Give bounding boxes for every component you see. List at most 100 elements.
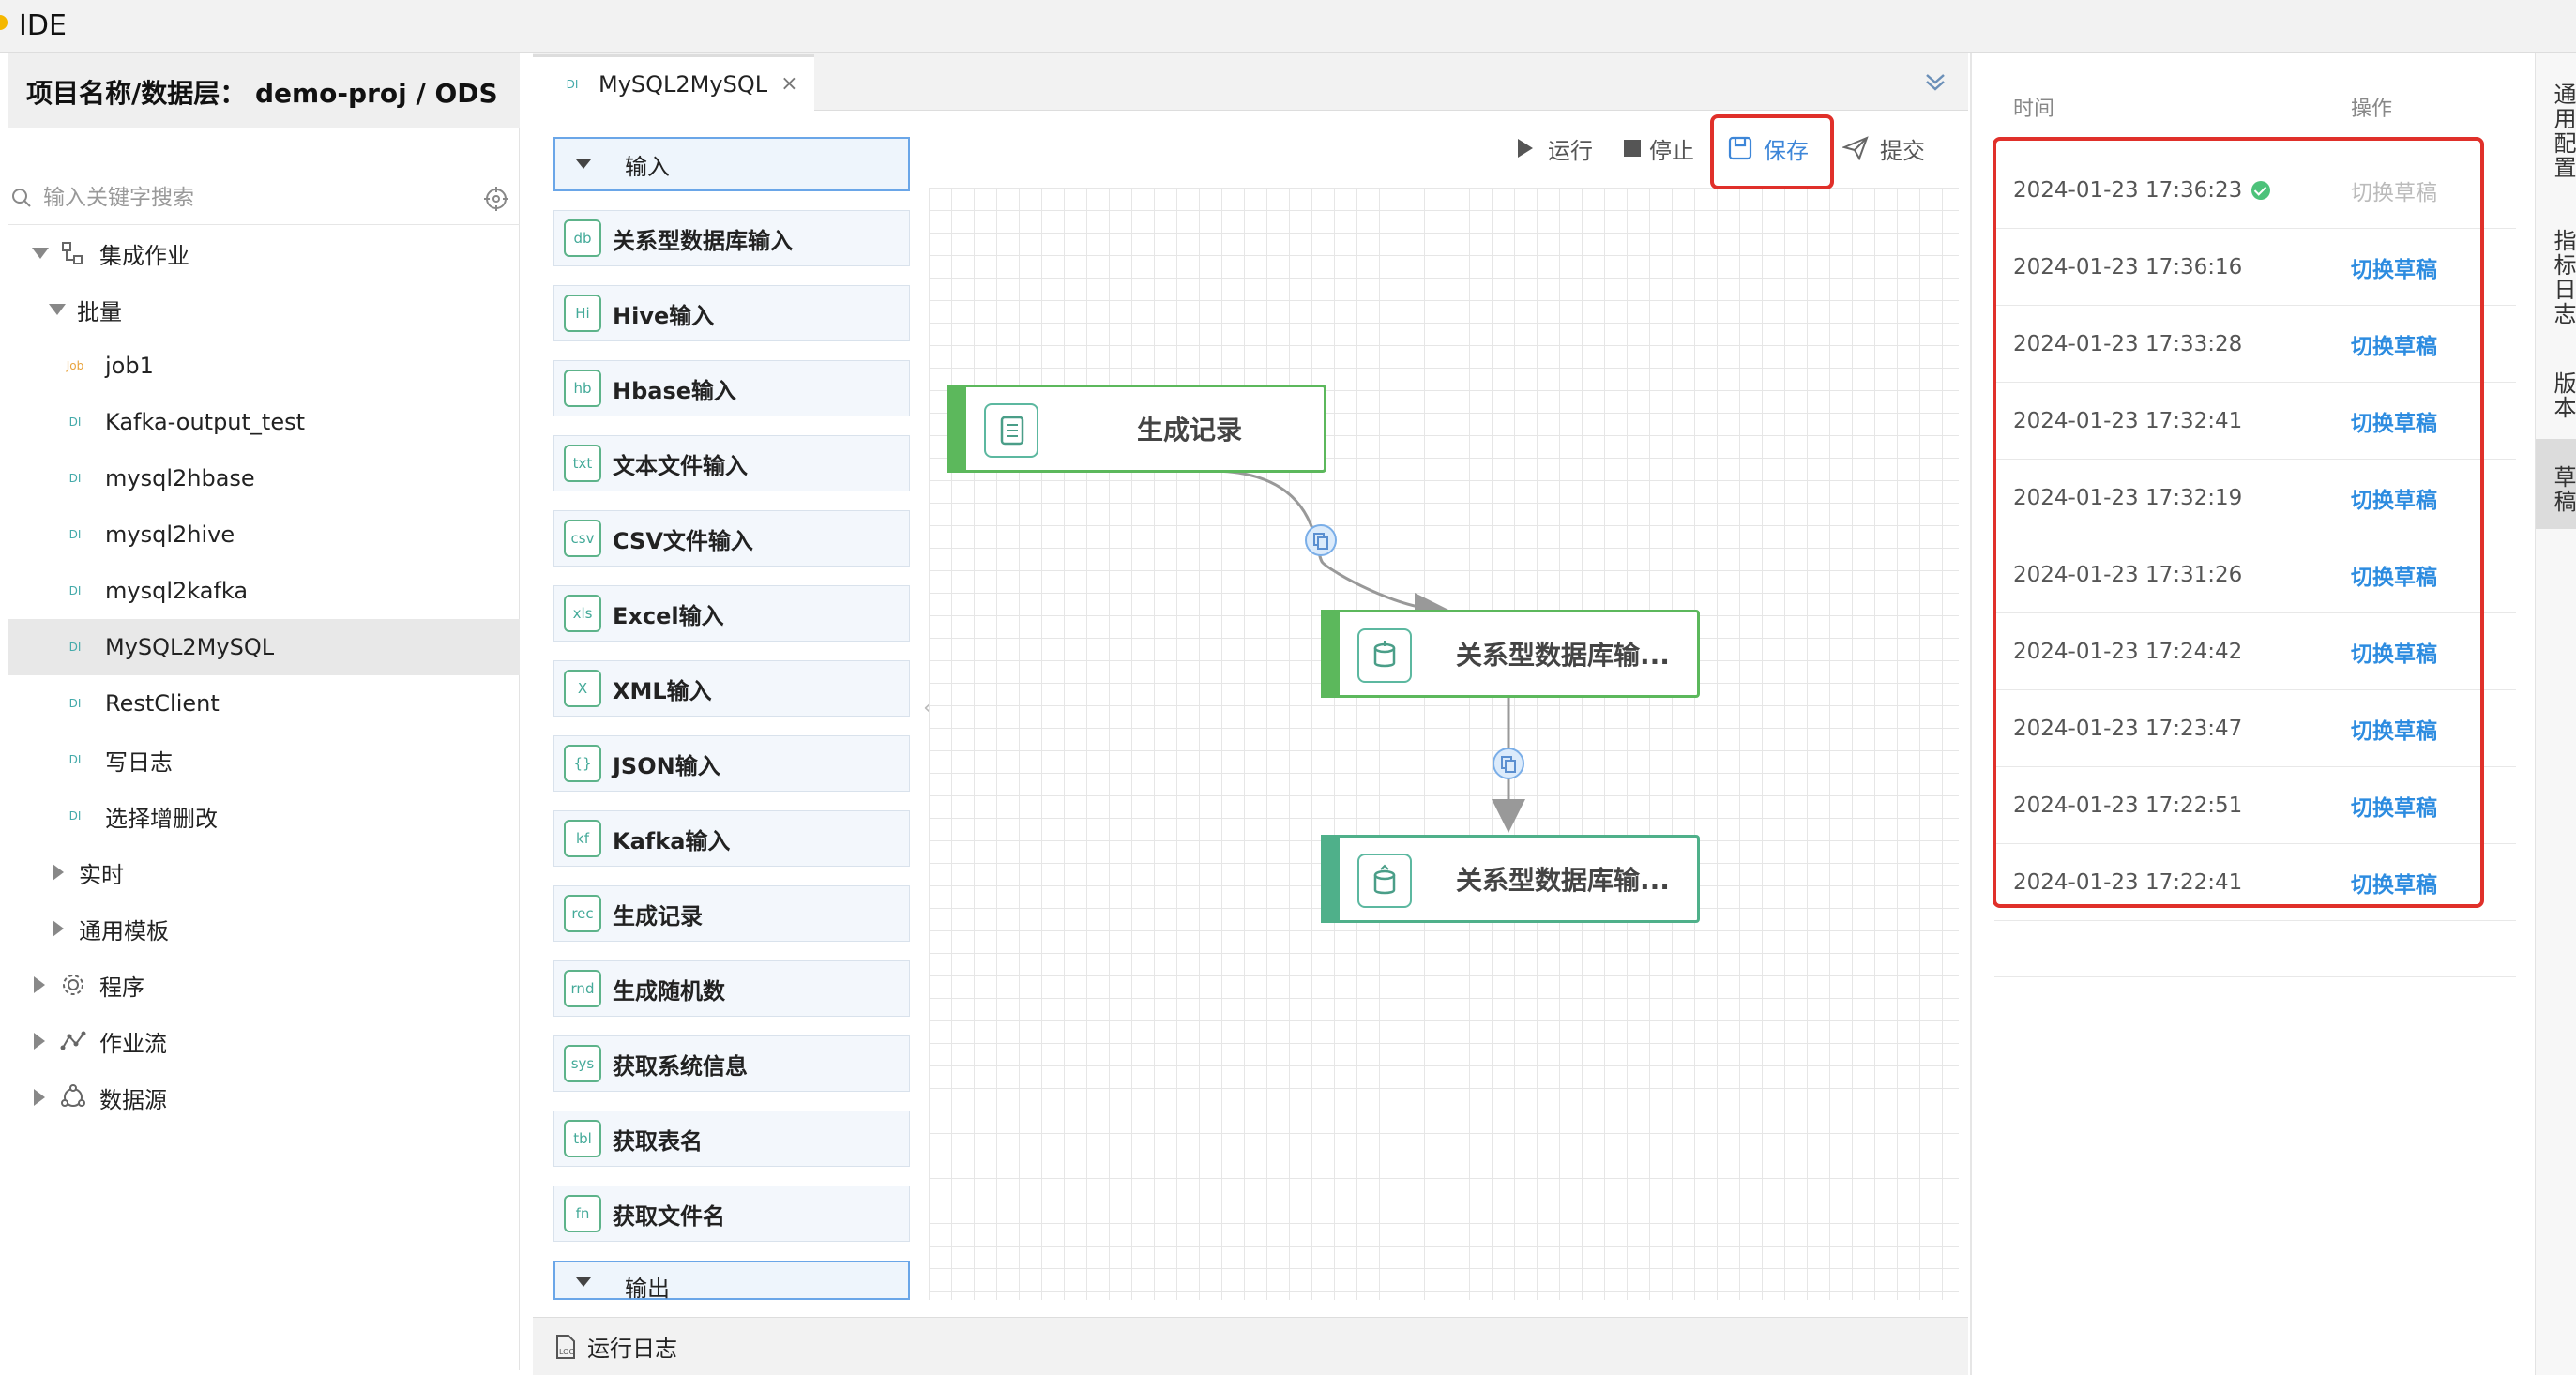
switch-draft-button[interactable]: 切换草稿 xyxy=(2351,718,2437,744)
palette-group-label: 输出 xyxy=(625,1276,670,1302)
tree-item-job[interactable]: DI 写日志 xyxy=(8,732,520,788)
tab-mysql2mysql[interactable]: DI MySQL2MySQL × xyxy=(533,54,814,111)
project-title: 项目名称/数据层： demo-proj / ODS xyxy=(26,78,498,109)
tree-item-label: 通用模板 xyxy=(79,917,169,944)
run-log-bar[interactable]: LOG 运行日志 xyxy=(533,1317,1968,1375)
send-icon xyxy=(1842,136,1869,160)
draft-time: 2024-01-23 17:36:23 xyxy=(2013,178,2271,203)
database-input-icon xyxy=(1357,628,1412,683)
file-name-icon: fn xyxy=(564,1195,601,1232)
tree-item-programs[interactable]: 程序 xyxy=(8,957,520,1013)
draft-row: 2024-01-23 17:32:19 切换草稿 xyxy=(1994,460,2516,536)
draft-row: 2024-01-23 17:23:47 切换草稿 xyxy=(1994,690,2516,767)
tree-item-datasources[interactable]: 数据源 xyxy=(8,1069,520,1126)
caret-down-icon xyxy=(576,159,591,169)
flow-node-generate-records[interactable]: 生成记录 xyxy=(947,385,1326,473)
switch-draft-button[interactable]: 切换草稿 xyxy=(2351,488,2437,513)
tree-item-job[interactable]: DI 选择增删改 xyxy=(8,788,520,844)
tree-item-templates[interactable]: 通用模板 xyxy=(8,900,520,957)
tree-item-job[interactable]: DI RestClient xyxy=(8,675,520,732)
node-label: 关系型数据库输... xyxy=(1456,865,1670,896)
column-header-time: 时间 xyxy=(2013,98,2055,121)
app-logo-icon xyxy=(0,15,8,30)
draft-row: 2024-01-23 17:22:41 切换草稿 xyxy=(1994,844,2516,921)
panel-collapse-handle[interactable]: ‹ xyxy=(923,694,932,720)
tree-item-integration[interactable]: 集成作业 xyxy=(8,225,520,281)
switch-draft-button[interactable]: 切换草稿 xyxy=(2351,642,2437,667)
connector-1 xyxy=(1209,469,1448,627)
table-icon: tbl xyxy=(564,1120,601,1157)
tree-item-job-selected[interactable]: DI MySQL2MySQL xyxy=(8,619,520,675)
tree-item-label: 写日志 xyxy=(105,748,173,776)
palette-item-label: Hive输入 xyxy=(613,302,715,329)
excel-icon: xls xyxy=(564,595,601,632)
caret-right-icon xyxy=(34,976,45,993)
tree-item-workflows[interactable]: 作业流 xyxy=(8,1013,520,1069)
tree-item-realtime[interactable]: 实时 xyxy=(8,844,520,900)
vtab-general-config[interactable]: 通用配置 xyxy=(2550,83,2576,180)
search-bar xyxy=(8,128,520,225)
vtab-version[interactable]: 版本 xyxy=(2550,371,2576,420)
switch-draft-button[interactable]: 切换草稿 xyxy=(2351,257,2437,282)
vtab-metric-log[interactable]: 指标日志 xyxy=(2550,229,2576,326)
tree-item-batch[interactable]: 批量 xyxy=(8,281,520,338)
submit-button[interactable]: 提交 xyxy=(1842,129,1925,167)
tree-item-job[interactable]: DI mysql2hive xyxy=(8,506,520,563)
palette-item-label: 获取文件名 xyxy=(613,1202,725,1230)
tree-item-label: 集成作业 xyxy=(99,242,189,269)
palette-item[interactable]: fn 获取文件名 xyxy=(553,1186,910,1242)
run-button[interactable]: 运行 xyxy=(1516,129,1593,167)
tree-item-job[interactable]: DI mysql2kafka xyxy=(8,563,520,619)
switch-draft-button[interactable]: 切换草稿 xyxy=(2351,795,2437,821)
switch-draft-button[interactable]: 切换草稿 xyxy=(2351,872,2437,898)
search-input[interactable] xyxy=(43,182,475,214)
search-icon xyxy=(12,189,31,207)
switch-draft-button[interactable]: 切换草稿 xyxy=(2351,565,2437,590)
vtab-draft[interactable]: 草稿 xyxy=(2536,439,2576,529)
palette-item-label: JSON输入 xyxy=(613,752,720,779)
draft-time: 2024-01-23 17:31:26 xyxy=(2013,562,2243,587)
flow-node-db-output[interactable]: 关系型数据库输... xyxy=(1321,835,1700,923)
di-badge-icon: DI xyxy=(566,77,579,91)
side-tab-strip: 通用配置 指标日志 版本 草稿 xyxy=(2535,53,2576,1375)
close-icon[interactable]: × xyxy=(780,72,798,96)
tree-item-label: mysql2kafka xyxy=(105,578,249,604)
switch-draft-button[interactable]: 切换草稿 xyxy=(2351,411,2437,436)
locate-icon[interactable] xyxy=(484,187,508,211)
di-badge-icon: DI xyxy=(68,472,82,485)
di-badge-icon: DI xyxy=(68,641,82,654)
palette-item[interactable]: {}JSON输入 xyxy=(553,735,910,792)
draft-time: 2024-01-23 17:33:28 xyxy=(2013,331,2243,356)
svg-text:LOG: LOG xyxy=(559,1348,575,1356)
job-badge-icon: Job xyxy=(66,359,84,372)
tree-item-label: RestClient xyxy=(105,690,220,717)
kafka-icon: kf xyxy=(564,820,601,857)
di-badge-icon: DI xyxy=(68,584,82,597)
flow-canvas[interactable]: 生成记录 关系型数据库输... 关系型数据库输... xyxy=(929,188,1959,1300)
tree-item-job[interactable]: DI Kafka-output_test xyxy=(8,394,520,450)
save-icon xyxy=(1728,136,1752,160)
double-chevron-down-icon[interactable] xyxy=(1921,68,1949,96)
palette-group-output[interactable]: 输出 xyxy=(553,1261,910,1302)
tree-item-job[interactable]: DI mysql2hbase xyxy=(8,450,520,506)
tree-item-job[interactable]: Job job1 xyxy=(8,338,520,394)
save-button[interactable]: 保存 xyxy=(1728,129,1809,167)
palette-group-input[interactable]: 输入 xyxy=(553,137,910,191)
stop-button[interactable]: 停止 xyxy=(1623,129,1694,167)
switch-draft-button[interactable]: 切换草稿 xyxy=(2351,334,2437,359)
caret-right-icon xyxy=(53,864,64,881)
flow-node-db-input[interactable]: 关系型数据库输... xyxy=(1321,610,1700,698)
project-header: 项目名称/数据层： demo-proj / ODS xyxy=(8,53,520,128)
